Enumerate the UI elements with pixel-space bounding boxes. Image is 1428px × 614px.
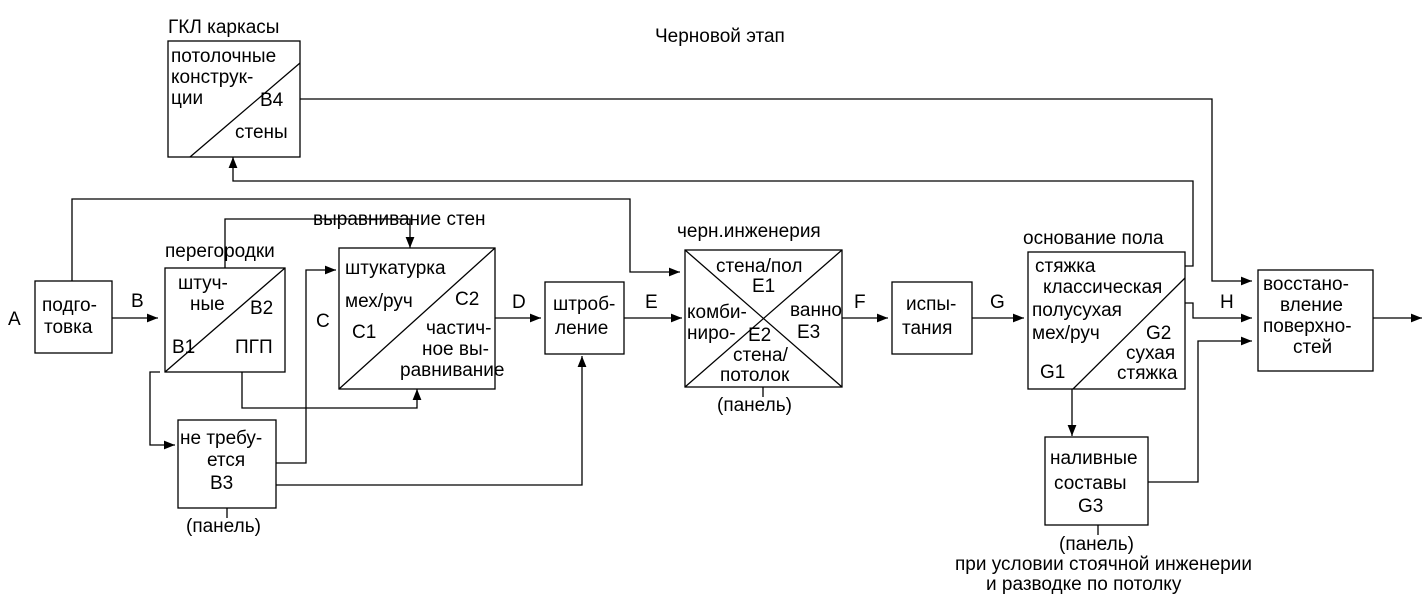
re-code-e1: E1 — [752, 276, 775, 297]
label-e: E — [645, 292, 658, 313]
rough-engineering-box: черн.инженерия стена/пол E1 комби- ниро-… — [677, 221, 843, 416]
walls-leveling-caption: выравнивание стен — [313, 209, 486, 230]
fb-semi-dry: полусухая — [1032, 300, 1122, 321]
partitions-caption: перегородки — [165, 241, 275, 262]
re-combo-line1: комби- — [687, 302, 747, 323]
chasing-line1: штроб- — [553, 294, 615, 315]
not-required-code-b3: B3 — [210, 473, 233, 494]
self-leveling-box: наливные составы G3 (панель) при условии… — [955, 436, 1252, 595]
partitions-piece-line1: штуч- — [178, 273, 228, 294]
arrow-b1-to-b3 — [149, 371, 175, 450]
partitions-pgp: ПГП — [235, 337, 273, 358]
fb-classic: классическая — [1043, 277, 1162, 298]
connectors — [71, 98, 1422, 486]
fb-code-g2: G2 — [1146, 323, 1171, 344]
fb-dry-line1: сухая — [1126, 343, 1175, 364]
re-wall-ceiling-line1: стена/ — [733, 345, 789, 366]
prep-line1: подго- — [42, 295, 97, 316]
not-required-line1: не требу- — [180, 428, 262, 449]
sl-condition-line1: при условии стоячной инженерии — [955, 554, 1252, 575]
gkl-ceiling-line3: ции — [171, 88, 203, 109]
fb-screed: стяжка — [1035, 256, 1096, 277]
label-c: C — [316, 311, 330, 332]
re-code-e3: E3 — [797, 322, 820, 343]
tests-line2: тания — [902, 318, 952, 339]
arrow-partitions-top-to-c — [224, 218, 415, 268]
sl-condition-line2: и разводке по потолку — [986, 574, 1182, 595]
partitions-code-b2: B2 — [250, 298, 273, 319]
tests-box: испы- тания — [891, 281, 973, 355]
gkl-walls: стены — [235, 122, 288, 143]
label-a: A — [8, 309, 21, 330]
partitions-code-b1: B1 — [172, 337, 195, 358]
gkl-frames-box: ГКЛ каркасы потолочные конструк- ции B4 … — [167, 17, 301, 158]
sl-line1: наливные — [1050, 448, 1138, 469]
sl-note: (панель) — [1059, 534, 1134, 555]
restoration-line3: поверхно- — [1263, 316, 1352, 337]
not-required-note: (панель) — [186, 516, 261, 537]
re-wall-floor: стена/пол — [716, 256, 802, 277]
walls-code-c1: C1 — [352, 322, 376, 343]
walls-mech: мех/руч — [345, 291, 413, 312]
arrow-g-to-gkl — [228, 157, 1194, 267]
arrow-b3-to-c — [276, 265, 336, 464]
not-required-box: не требу- ется B3 (панель) — [177, 419, 277, 537]
chasing-box: штроб- ление — [544, 281, 625, 355]
gkl-ceiling-line1: потолочные — [171, 46, 276, 67]
preparation-box: подго- товка — [34, 280, 113, 354]
prep-line2: товка — [44, 317, 93, 338]
restoration-box: восстано- вление поверхно- стей — [1257, 269, 1374, 372]
walls-plaster: штукатурка — [345, 258, 446, 279]
restoration-line4: стей — [1293, 337, 1332, 358]
floor-base-box: основание пола стяжка классическая полус… — [1023, 228, 1186, 390]
re-wall-ceiling-line2: потолок — [720, 365, 790, 386]
arrow-g3-to-restoration — [1148, 336, 1252, 483]
fb-code-g1: G1 — [1040, 362, 1065, 383]
chasing-line2: ление — [555, 318, 608, 339]
label-g: G — [990, 292, 1005, 313]
walls-code-c2: C2 — [455, 289, 479, 310]
sl-code-g3: G3 — [1078, 496, 1103, 517]
label-b: B — [131, 291, 144, 312]
floor-base-caption: основание пола — [1023, 228, 1164, 249]
diagram-title: Черновой этап — [655, 26, 785, 47]
gkl-caption: ГКЛ каркасы — [168, 17, 279, 38]
tests-line1: испы- — [906, 294, 956, 315]
not-required-line2: ется — [207, 450, 245, 471]
arrow-b3-to-chasing — [276, 356, 587, 486]
walls-partial-line1: частич- — [426, 318, 492, 339]
walls-partial-line3: равнивание — [400, 360, 504, 381]
arrow-g-to-restoration — [1185, 302, 1252, 323]
label-f: F — [854, 292, 866, 313]
arrow-pgp-to-c — [241, 372, 422, 409]
restoration-line1: восстано- — [1263, 274, 1349, 295]
partitions-piece-line2: ные — [190, 294, 225, 315]
re-note: (панель) — [717, 395, 792, 416]
arrow-gkl-to-restoration — [300, 98, 1252, 286]
sl-line2: составы — [1054, 473, 1127, 494]
walls-partial-line2: ное вы- — [422, 339, 489, 360]
walls-leveling-box: выравнивание стен штукатурка мех/руч C2 … — [313, 209, 504, 390]
rough-engineering-caption: черн.инженерия — [677, 221, 821, 242]
restoration-line2: вление — [1280, 295, 1343, 316]
partitions-box: перегородки штуч- ные B2 B1 ПГП — [164, 241, 286, 373]
gkl-ceiling-line2: конструк- — [171, 67, 253, 88]
re-bath: ванно — [790, 300, 842, 321]
label-d: D — [512, 292, 526, 313]
gkl-code-b4: B4 — [260, 90, 284, 111]
label-h: H — [1220, 292, 1234, 313]
re-code-e2: E2 — [748, 325, 771, 346]
re-combo-line2: ниро- — [687, 323, 736, 344]
fb-dry-line2: стяжка — [1117, 363, 1178, 384]
arrow-prep-to-e — [71, 198, 680, 281]
fb-mech: мех/руч — [1032, 323, 1100, 344]
